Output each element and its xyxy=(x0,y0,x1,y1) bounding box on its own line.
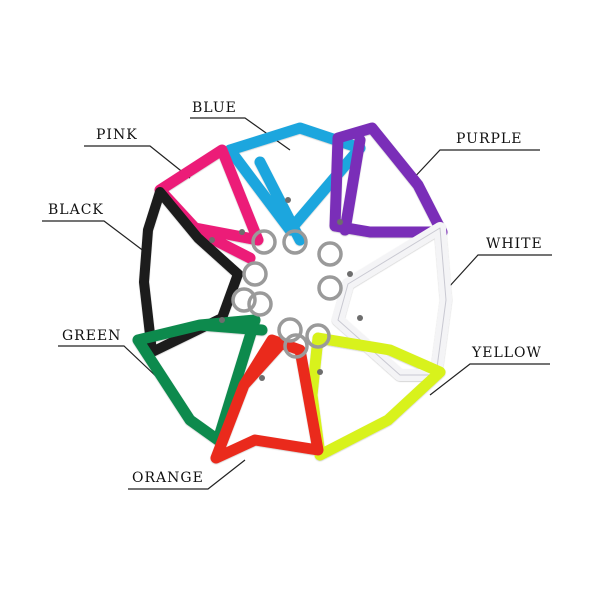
label-pink: PINK xyxy=(96,127,138,143)
ring xyxy=(305,323,331,349)
orange-strap xyxy=(210,334,324,464)
black-strap xyxy=(139,187,243,357)
ring xyxy=(317,241,343,267)
label-purple: PURPLE xyxy=(456,131,523,147)
ring xyxy=(242,261,268,287)
purple-leader-line xyxy=(409,149,540,183)
white-leader-line xyxy=(447,254,552,289)
green-leader-line xyxy=(58,345,161,381)
orange-leader-line xyxy=(128,459,246,490)
label-blue: BLUE xyxy=(192,100,237,116)
ring xyxy=(247,291,273,317)
rivets xyxy=(209,197,363,381)
metal-rings xyxy=(231,229,343,359)
ring xyxy=(317,275,343,301)
label-orange: ORANGE xyxy=(132,470,204,486)
label-green: GREEN xyxy=(62,328,122,344)
pink-leader-line xyxy=(84,145,191,179)
ring xyxy=(283,333,309,359)
green-strap xyxy=(132,314,268,446)
label-yellow: YELLOW xyxy=(472,345,542,361)
yellow-leader-line xyxy=(429,363,550,396)
ring xyxy=(277,317,303,343)
label-black: BLACK xyxy=(48,202,104,218)
leader-lines xyxy=(42,117,552,490)
ring xyxy=(251,229,277,255)
ring xyxy=(282,229,308,255)
label-white: WHITE xyxy=(486,236,543,252)
ring xyxy=(231,287,257,313)
black-leader-line xyxy=(42,220,146,253)
straps xyxy=(132,122,452,464)
